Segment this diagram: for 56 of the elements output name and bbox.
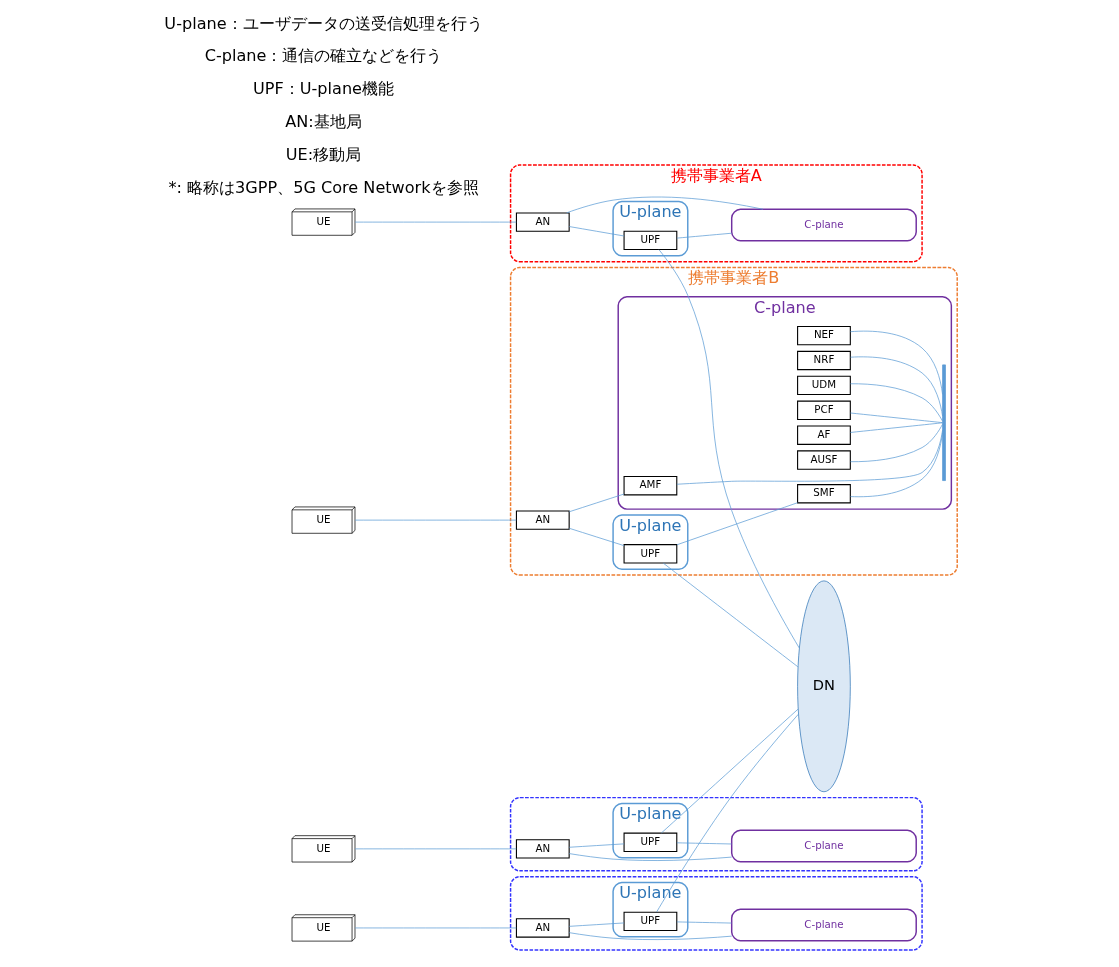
node-box: UPF [623, 911, 677, 932]
connector [662, 562, 798, 668]
connector [354, 221, 517, 223]
node-box: AN [515, 918, 570, 938]
connector [568, 226, 624, 237]
node-box: C-plane [730, 908, 917, 942]
node-box: AN [515, 839, 570, 859]
node-box: NEF [796, 325, 851, 346]
connector [676, 429, 943, 485]
node-box: PCF [796, 400, 851, 420]
node-box: C-plane [730, 829, 917, 863]
label: UPF：U-plane機能 [252, 79, 394, 99]
node-box: AN [515, 212, 570, 232]
connector [676, 842, 732, 845]
connector [565, 196, 763, 214]
node-box: C-plane [730, 208, 917, 242]
connector [354, 848, 517, 850]
cluster [509, 796, 923, 872]
node-box: AF [796, 425, 851, 445]
connector [354, 519, 517, 521]
node-box: AN [515, 510, 570, 530]
node-box: UPF [623, 544, 677, 564]
connector [676, 921, 732, 924]
connector [568, 922, 624, 927]
node-box: SMF [796, 484, 851, 504]
connector [660, 708, 798, 834]
cluster [509, 875, 923, 951]
connector [568, 932, 732, 940]
connector [354, 927, 517, 929]
connector [658, 249, 800, 649]
connector [849, 432, 943, 498]
connector [849, 424, 943, 463]
node-box: AUSF [796, 450, 851, 470]
node-box: UPF [623, 832, 677, 852]
node-box: UDM [796, 375, 851, 396]
connector [849, 422, 943, 433]
node-box: NRF [796, 350, 851, 371]
label: U-plane：ユーザデータの送受信処理を行う [163, 13, 483, 33]
label: *: 略称は3GPP、5G Core Networkを参照 [167, 178, 479, 198]
connector [568, 843, 624, 848]
connector [676, 232, 732, 239]
label: UE:移動局 [285, 145, 361, 165]
connector [849, 383, 943, 422]
node-bar [941, 364, 946, 481]
connector [568, 853, 732, 861]
connector [849, 330, 943, 395]
node-box: UPF [623, 230, 677, 251]
connector [676, 502, 798, 546]
connector [655, 713, 799, 913]
label: C-plane：通信の確立などを行う [204, 46, 442, 66]
connector [849, 356, 943, 417]
node-box: AMF [623, 476, 677, 496]
label: AN:基地局 [284, 112, 362, 132]
connector [568, 493, 624, 513]
connector [568, 527, 624, 547]
node-ellipse: DN [796, 580, 851, 793]
